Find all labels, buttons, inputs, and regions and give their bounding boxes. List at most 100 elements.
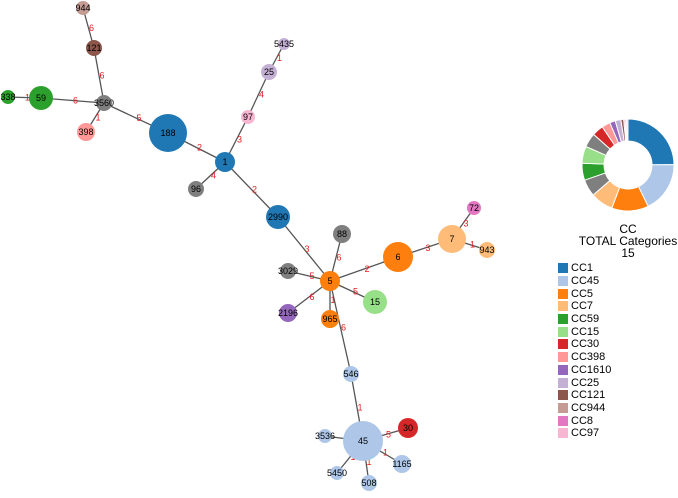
legend-swatch	[558, 364, 568, 375]
node-circle[interactable]	[383, 242, 413, 272]
node-st7[interactable]: 7	[438, 225, 466, 253]
legend-item-cc97[interactable]: CC97	[558, 427, 673, 440]
node-circle[interactable]	[86, 40, 102, 56]
node-circle[interactable]	[467, 201, 481, 215]
node-st97[interactable]: 97	[241, 110, 255, 124]
node-circle[interactable]	[96, 95, 112, 111]
edge-label: 5	[309, 271, 314, 281]
node-st508[interactable]: 508	[361, 475, 377, 491]
node-st3536[interactable]: 3536	[315, 429, 335, 443]
node-st3560[interactable]: 3560	[94, 95, 114, 111]
legend-item-cc45[interactable]: CC45	[558, 275, 673, 288]
legend-swatch	[558, 428, 568, 439]
node-circle[interactable]	[479, 242, 495, 258]
node-st121[interactable]: 121	[86, 40, 102, 56]
donut-slice-cc97[interactable]	[626, 118, 629, 142]
node-circle[interactable]	[343, 421, 383, 461]
node-label: 1165	[392, 459, 411, 469]
node-st72[interactable]: 72	[467, 201, 481, 215]
edge-label: 4	[259, 90, 264, 100]
node-st338[interactable]: 338	[0, 90, 16, 104]
edge-label: 6	[309, 292, 314, 302]
node-st15[interactable]: 15	[363, 290, 387, 314]
node-circle[interactable]	[438, 225, 466, 253]
node-st398[interactable]: 398	[77, 123, 95, 141]
node-circle[interactable]	[188, 181, 204, 197]
node-st5435[interactable]: 5435	[274, 38, 294, 50]
legend-label: CC30	[571, 338, 600, 351]
node-st6[interactable]: 6	[383, 242, 413, 272]
legend-item-cc59[interactable]: CC59	[558, 313, 673, 326]
node-st30[interactable]: 30	[398, 418, 418, 438]
node-st2990[interactable]: 2990	[266, 205, 290, 229]
node-circle[interactable]	[149, 114, 187, 152]
legend-item-cc15[interactable]: CC15	[558, 325, 673, 338]
node-st1[interactable]: 1	[215, 152, 235, 172]
legend-item-cc121[interactable]: CC121	[558, 389, 673, 402]
node-st45[interactable]: 45	[343, 421, 383, 461]
edges-layer: 66161521434236556123316151111	[7, 7, 488, 484]
node-circle[interactable]	[278, 38, 290, 50]
node-circle[interactable]	[318, 429, 332, 443]
legend-label: CC7	[571, 300, 594, 313]
node-st5[interactable]: 5	[320, 271, 340, 291]
node-st943[interactable]: 943	[479, 242, 495, 258]
legend-item-cc30[interactable]: CC30	[558, 338, 673, 351]
node-label: 7	[449, 234, 454, 244]
node-circle[interactable]	[361, 475, 377, 491]
edge-label: 3	[304, 244, 309, 254]
node-circle[interactable]	[1, 90, 15, 104]
node-circle[interactable]	[29, 86, 53, 110]
legend-item-cc398[interactable]: CC398	[558, 351, 673, 364]
node-circle[interactable]	[77, 123, 95, 141]
legend-item-cc25[interactable]: CC25	[558, 376, 673, 389]
node-st1165[interactable]: 1165	[392, 455, 412, 473]
node-circle[interactable]	[76, 1, 90, 15]
node-st3029[interactable]: 3029	[278, 263, 298, 279]
legend-swatch	[558, 288, 568, 299]
legend-item-cc1[interactable]: CC1	[558, 262, 673, 275]
node-circle[interactable]	[398, 418, 418, 438]
donut-slice-cc1[interactable]	[627, 118, 675, 166]
legend-label: CC97	[571, 427, 600, 440]
node-label: 943	[479, 245, 494, 255]
node-circle[interactable]	[343, 366, 359, 382]
node-label: 121	[86, 43, 101, 53]
legend-item-cc7[interactable]: CC7	[558, 300, 673, 313]
node-circle[interactable]	[320, 271, 340, 291]
legend-swatch	[558, 326, 568, 337]
legend-swatch	[558, 352, 568, 363]
node-st5450[interactable]: 5450	[327, 466, 347, 480]
legend-item-cc944[interactable]: CC944	[558, 402, 673, 415]
node-st965[interactable]: 965	[321, 310, 339, 328]
node-circle[interactable]	[241, 110, 255, 124]
node-label: 3536	[315, 431, 335, 441]
node-st188[interactable]: 188	[149, 114, 187, 152]
node-circle[interactable]	[266, 205, 290, 229]
node-label: 96	[191, 184, 201, 194]
legend-item-cc8[interactable]: CC8	[558, 414, 673, 427]
node-st88[interactable]: 88	[333, 225, 351, 243]
node-st96[interactable]: 96	[188, 181, 204, 197]
node-circle[interactable]	[321, 310, 339, 328]
node-label: 45	[358, 436, 368, 446]
node-circle[interactable]	[393, 455, 411, 473]
node-st25[interactable]: 25	[261, 64, 277, 80]
node-circle[interactable]	[261, 64, 277, 80]
node-st546[interactable]: 546	[343, 366, 359, 382]
node-circle[interactable]	[330, 466, 344, 480]
edge-label: 1	[357, 403, 362, 413]
node-st944[interactable]: 944	[75, 1, 91, 15]
node-circle[interactable]	[280, 263, 296, 279]
node-circle[interactable]	[333, 225, 351, 243]
node-circle[interactable]	[215, 152, 235, 172]
edge-label: 3	[425, 243, 430, 253]
node-circle[interactable]	[363, 290, 387, 314]
node-st59[interactable]: 59	[29, 86, 53, 110]
legend-label: CC15	[571, 325, 600, 338]
node-st2196[interactable]: 2196	[278, 304, 298, 322]
edge-label: 1	[25, 93, 30, 103]
legend-item-cc1610[interactable]: CC1610	[558, 364, 673, 377]
node-circle[interactable]	[279, 304, 297, 322]
legend-item-cc5[interactable]: CC5	[558, 287, 673, 300]
